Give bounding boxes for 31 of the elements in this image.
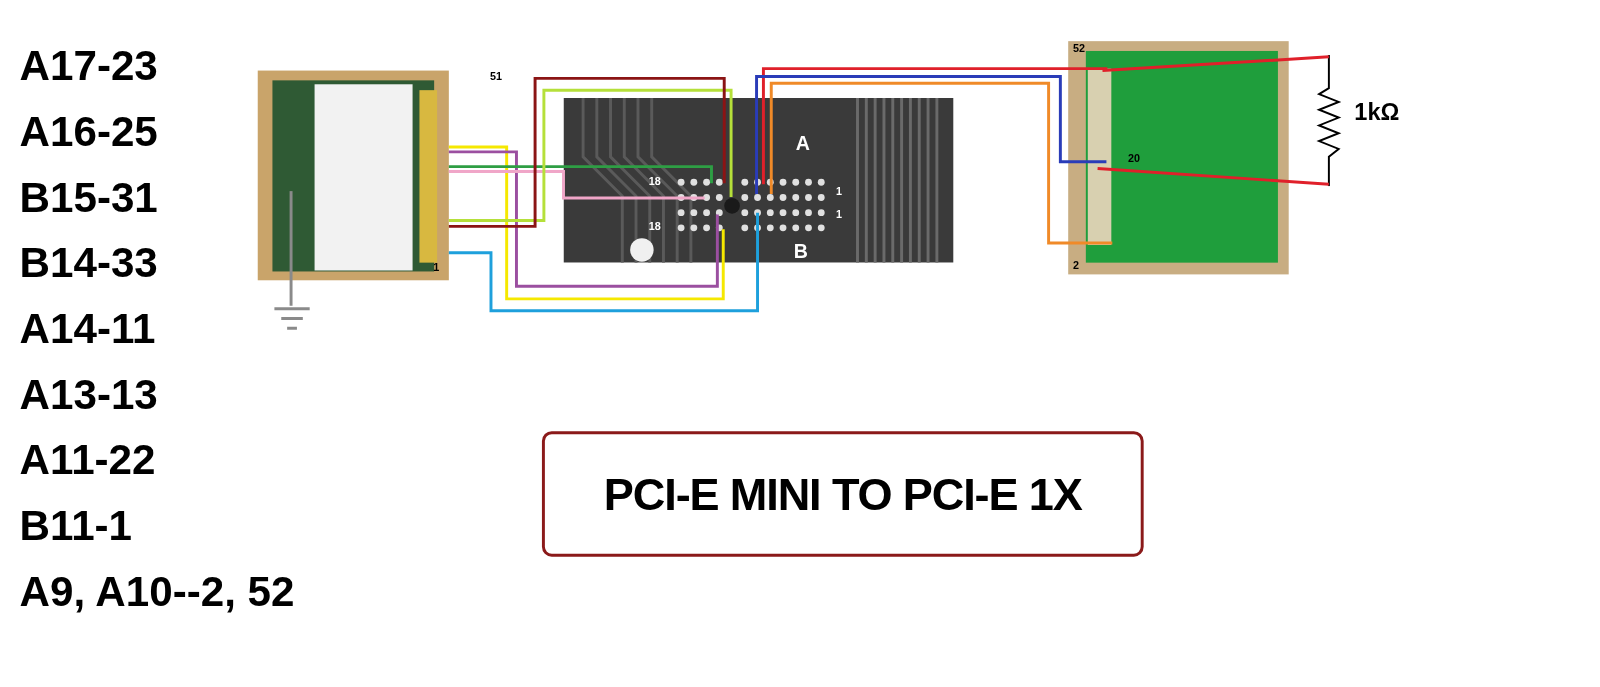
pin-mapping-text: B15-31	[19, 176, 158, 219]
adapter-board-photo	[1068, 41, 1289, 275]
wire	[289, 191, 293, 306]
pin-number: A	[795, 133, 810, 153]
pin-mapping-text: A9, A10--2, 52	[19, 570, 295, 613]
title-box	[541, 431, 1144, 557]
pin-mapping-text: A17-23	[19, 45, 158, 88]
pin-mapping-text: B14-33	[19, 242, 158, 285]
pin-mapping-text: A14-11	[19, 307, 156, 350]
pin-mapping-text: A11-22	[19, 439, 156, 482]
pin-number: 1	[433, 262, 440, 274]
pin-number: 1	[835, 186, 842, 197]
pin-number: 20	[1128, 152, 1140, 164]
title-text: PCI-E MINI TO PCI-E 1X	[603, 466, 1082, 521]
wire	[448, 170, 705, 200]
pin-mapping-text: A16-25	[19, 110, 158, 153]
pin-number: B	[793, 241, 808, 261]
pin-number: 51	[490, 71, 502, 83]
pin-mapping-text: A13-13	[19, 373, 158, 416]
wire	[448, 212, 759, 313]
motherboard-slot-photo	[563, 98, 954, 263]
pin-mapping-text: B11-1	[19, 504, 133, 547]
mini-card-photo	[257, 70, 449, 281]
pin-number: 1	[835, 208, 842, 220]
pin-number: 52	[1073, 43, 1086, 54]
wire	[448, 165, 713, 184]
wire	[1097, 167, 1329, 186]
pin-number: 18	[648, 176, 661, 188]
pin-number: 18	[648, 221, 661, 233]
resistance-value: 1kΩ	[1354, 97, 1400, 127]
pin-number: 2	[1073, 259, 1080, 271]
